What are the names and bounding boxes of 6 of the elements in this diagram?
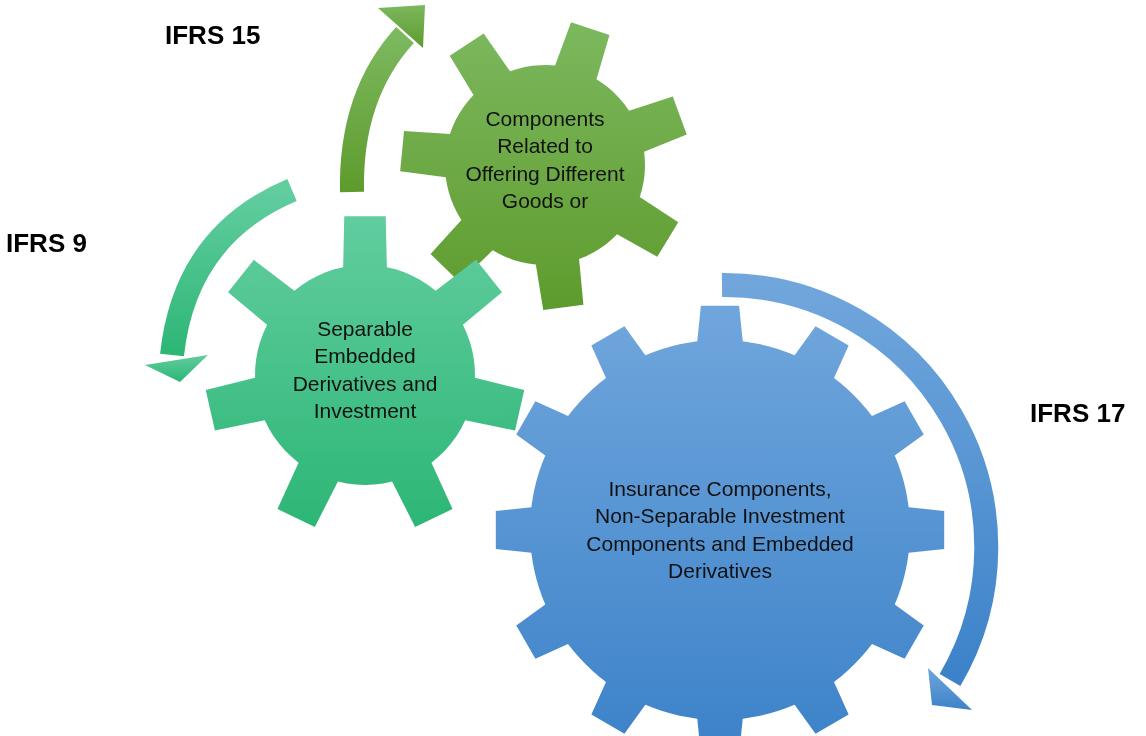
standard-label: IFRS 9: [6, 228, 87, 259]
gear-label: Components Related to Offering Different Goods or: [464, 106, 626, 215]
gear-label: Insurance Components, Non-Separable Investment Components and Embedded Derivatives: [585, 476, 855, 585]
standard-label: IFRS 15: [165, 20, 261, 51]
standard-label: IFRS 17: [1030, 398, 1126, 429]
gear-label: Separable Embedded Derivatives and Investment: [291, 316, 439, 425]
